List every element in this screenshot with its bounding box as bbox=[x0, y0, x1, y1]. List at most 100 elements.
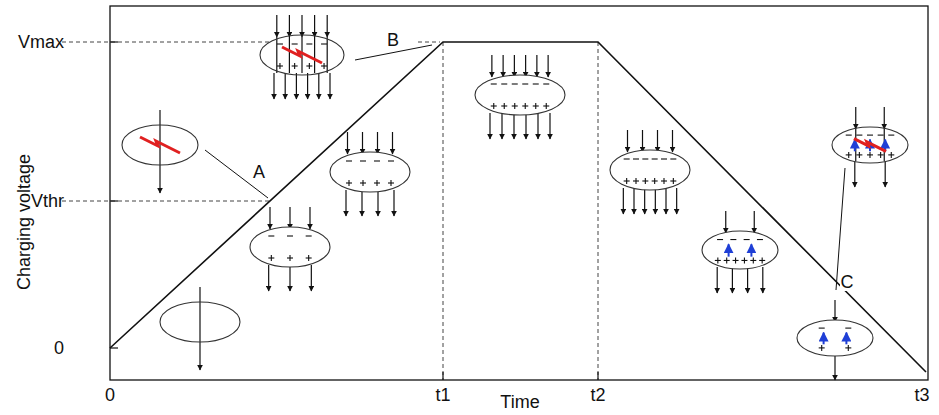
negative-charge bbox=[491, 83, 497, 84]
tick-label: t2 bbox=[590, 386, 605, 404]
field-line bbox=[301, 37, 302, 73]
field-arrow bbox=[329, 73, 330, 99]
field-arrow bbox=[268, 265, 269, 291]
field-arrow bbox=[491, 55, 492, 77]
field-arrow bbox=[362, 132, 363, 154]
negative-charge bbox=[717, 239, 723, 240]
positive-charge bbox=[348, 180, 349, 186]
guide-line bbox=[443, 42, 444, 380]
field-line bbox=[289, 37, 290, 73]
cloud-sketch bbox=[160, 287, 240, 370]
field-arrow bbox=[501, 113, 502, 139]
field-arrow bbox=[642, 130, 643, 152]
axis-tick bbox=[442, 372, 443, 380]
positive-charge bbox=[635, 178, 636, 184]
positive-charge bbox=[309, 63, 310, 69]
negative-charge bbox=[360, 160, 366, 161]
guide-line bbox=[598, 42, 599, 380]
positive-charge bbox=[663, 178, 664, 184]
positive-charge bbox=[859, 152, 860, 158]
field-arrow bbox=[309, 207, 310, 229]
negative-charge bbox=[346, 160, 352, 161]
cloud-sketch bbox=[122, 110, 198, 193]
positive-charge bbox=[289, 255, 290, 261]
field-arrow bbox=[273, 73, 274, 99]
field-arrow bbox=[717, 267, 718, 293]
field-arrow bbox=[672, 130, 673, 152]
field-arrow bbox=[314, 15, 315, 37]
charge-cloud bbox=[475, 75, 565, 115]
negative-charge bbox=[888, 135, 894, 136]
positive-charge bbox=[654, 178, 655, 184]
positive-charge bbox=[891, 152, 892, 158]
positive-charge bbox=[362, 180, 363, 186]
positive-charge bbox=[271, 255, 272, 261]
negative-charge bbox=[642, 158, 648, 159]
cloud-sketch bbox=[610, 130, 690, 214]
field-arrow bbox=[536, 55, 537, 77]
negative-charge bbox=[624, 158, 630, 159]
negative-charge bbox=[757, 239, 763, 240]
charge-cloud bbox=[122, 125, 198, 165]
field-arrow bbox=[676, 188, 677, 214]
field-arrow bbox=[285, 73, 286, 99]
negative-charge bbox=[287, 235, 293, 236]
field-arrow-up bbox=[845, 333, 847, 345]
lightning-bolt bbox=[282, 47, 322, 63]
negative-charge bbox=[633, 158, 639, 159]
field-arrow bbox=[633, 188, 634, 214]
field-arrow bbox=[377, 132, 378, 154]
axis-title: Time bbox=[500, 393, 539, 411]
negative-charge bbox=[268, 235, 274, 236]
tick-label: Vmax bbox=[18, 33, 64, 51]
field-line bbox=[327, 37, 328, 73]
positive-charge bbox=[308, 255, 309, 261]
field-arrow-up bbox=[854, 140, 856, 152]
charge-cloud bbox=[797, 320, 873, 356]
positive-charge bbox=[726, 257, 727, 263]
tick-label: 0 bbox=[54, 339, 64, 357]
charge-cloud bbox=[610, 150, 690, 190]
cloud-sketches bbox=[122, 15, 908, 380]
field-line bbox=[855, 129, 856, 161]
positive-charge bbox=[546, 103, 547, 109]
negative-charge bbox=[388, 160, 394, 161]
positive-charge bbox=[717, 257, 718, 263]
negative-charge bbox=[661, 158, 667, 159]
field-arrow bbox=[549, 113, 550, 139]
guide-line bbox=[62, 42, 272, 43]
positive-charge bbox=[744, 257, 745, 263]
callout-leader bbox=[836, 168, 845, 290]
field-arrow bbox=[503, 55, 504, 77]
lightning-bolt bbox=[854, 139, 886, 152]
field-arrow bbox=[754, 211, 755, 233]
positive-charge bbox=[753, 257, 754, 263]
field-arrow bbox=[655, 188, 656, 214]
positive-charge bbox=[821, 345, 822, 351]
tick-label: t3 bbox=[914, 386, 929, 404]
negative-charge bbox=[846, 135, 852, 136]
charge-cloud bbox=[702, 231, 778, 269]
field-arrow bbox=[296, 73, 297, 99]
field-arrow bbox=[361, 190, 362, 216]
tick-label: 0 bbox=[105, 386, 115, 404]
negative-charge bbox=[374, 160, 380, 161]
field-arrow bbox=[657, 130, 658, 152]
charge-cloud bbox=[260, 35, 344, 75]
voltage-curve bbox=[110, 42, 926, 372]
negative-charge bbox=[306, 43, 312, 44]
field-arrow bbox=[513, 113, 514, 139]
charge-cloud bbox=[330, 152, 410, 192]
positive-charge bbox=[390, 180, 391, 186]
positive-charge bbox=[493, 103, 494, 109]
guide-line bbox=[418, 42, 440, 43]
negative-charge bbox=[856, 135, 862, 136]
field-arrow bbox=[347, 132, 348, 154]
negative-charge bbox=[867, 135, 873, 136]
positive-charge bbox=[848, 345, 849, 351]
field-line bbox=[276, 37, 277, 73]
positive-charge bbox=[848, 152, 849, 158]
field-arrow bbox=[289, 207, 290, 229]
